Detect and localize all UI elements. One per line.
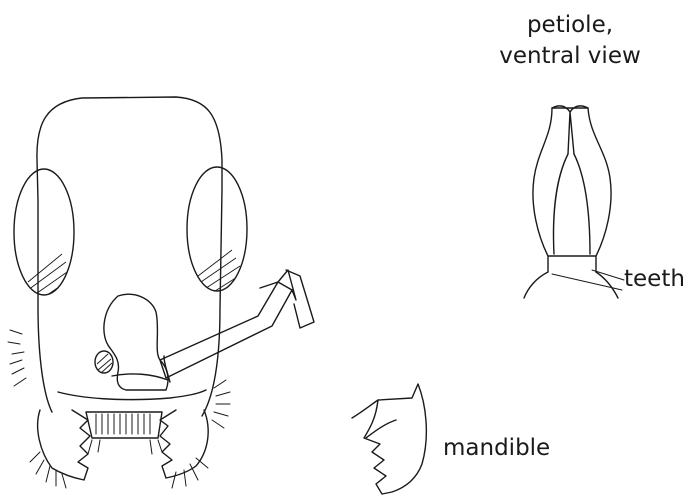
left-eye xyxy=(14,169,74,310)
mandible-outline xyxy=(352,384,426,494)
right-mandible xyxy=(160,410,208,478)
petiole-drawing xyxy=(524,106,624,298)
petiole-label-line2: ventral view xyxy=(470,41,670,72)
left-mandible xyxy=(38,410,90,480)
mandible-drawing xyxy=(352,384,426,494)
ant-head xyxy=(8,97,314,488)
petiole-label-line1: petiole, xyxy=(470,10,670,41)
mandible-label: mandible xyxy=(443,433,550,464)
head-capsule-outline xyxy=(37,97,222,416)
labrum xyxy=(58,390,206,438)
teeth-label: teeth xyxy=(624,264,685,295)
petiole-label: petiole, ventral view xyxy=(470,10,670,72)
antenna-scape xyxy=(160,282,292,378)
teeth-leader-line xyxy=(552,270,624,290)
right-eye xyxy=(187,167,247,304)
